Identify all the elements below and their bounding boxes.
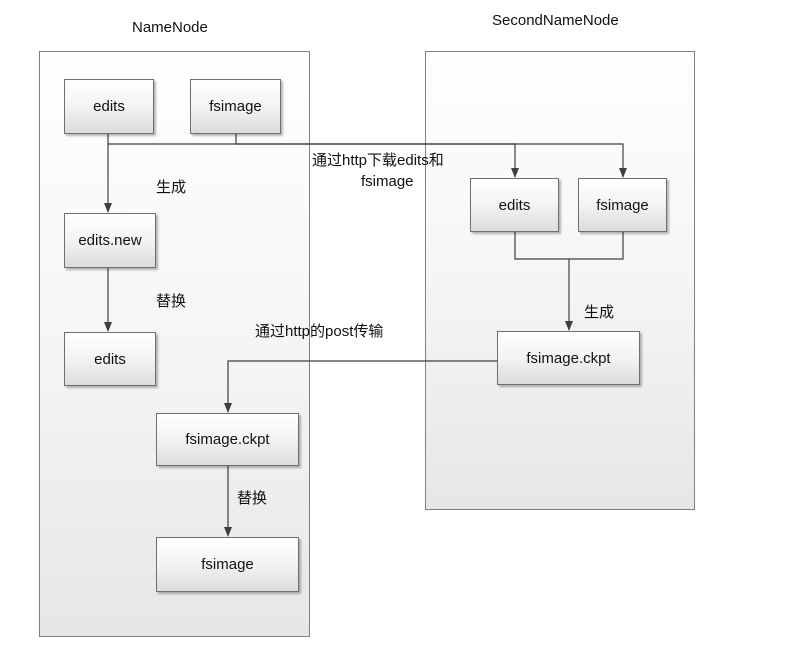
secondnamenode-title: SecondNameNode (492, 12, 619, 29)
secondnamenode-edits-box: edits (470, 178, 559, 232)
label-replace-fsimage: 替换 (237, 490, 268, 507)
label-upload: 通过http的post传输 (255, 323, 384, 340)
arrow-upload-ckpt (224, 360, 497, 413)
label-download-line2: fsimage (361, 173, 414, 190)
label-generate-secondnamenode: 生成 (584, 304, 615, 321)
label-generate-namenode: 生成 (156, 179, 187, 196)
label-download-line1: 通过http下载edits和 (312, 152, 444, 169)
namenode-edits-new-box: edits (64, 332, 156, 386)
arrow-download-fsimage (235, 134, 627, 178)
secondnamenode-fsimage-box: fsimage (578, 178, 667, 232)
label-replace-edits: 替换 (156, 293, 187, 310)
namenode-editsnew-box: edits.new (64, 213, 156, 268)
namenode-edits-box: edits (64, 79, 154, 134)
namenode-title: NameNode (132, 19, 208, 36)
merge-line (514, 232, 624, 260)
secondnamenode-fsimage-ckpt-box: fsimage.ckpt (497, 331, 640, 385)
secondnamenode-container (425, 51, 695, 510)
namenode-fsimage-box: fsimage (190, 79, 281, 134)
namenode-fsimage-ckpt-box: fsimage.ckpt (156, 413, 299, 466)
namenode-fsimage-final-box: fsimage (156, 537, 299, 592)
